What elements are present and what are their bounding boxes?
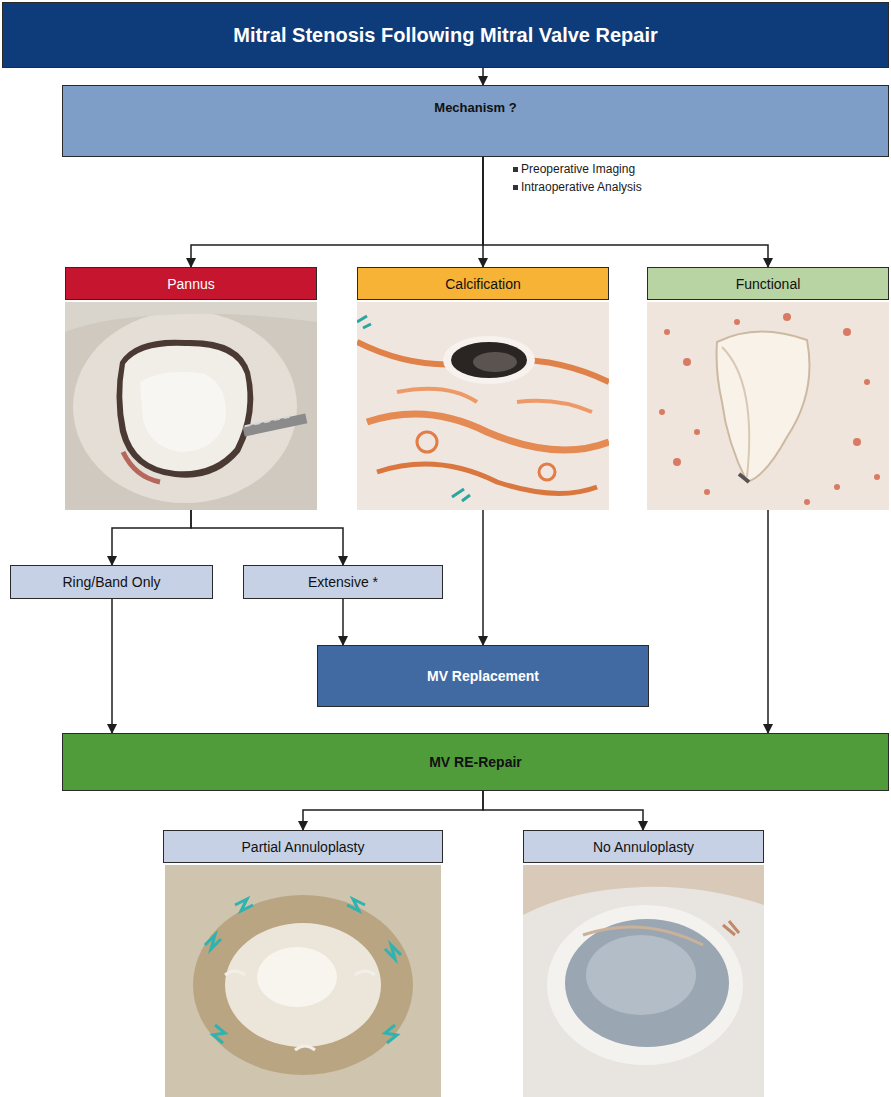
node-label: Partial Annuloplasty	[242, 839, 365, 855]
title-band: Mitral Stenosis Following Mitral Valve R…	[2, 2, 889, 68]
node-label: Mechanism ?	[434, 100, 516, 115]
bullet-note: Intraoperative Analysis	[521, 180, 642, 194]
flow-arrow	[191, 157, 483, 267]
node-label: Calcification	[445, 276, 520, 292]
flow-arrow	[342, 599, 344, 645]
node-label: MV RE-Repair	[429, 754, 522, 770]
bullet-square	[513, 167, 518, 172]
panel-header: No Annuloplasty	[523, 830, 764, 863]
panel-header: Partial Annuloplasty	[163, 830, 443, 863]
option-box: Ring/Band Only	[10, 565, 213, 599]
mechanism-panel: Functional	[647, 267, 889, 510]
panel-header: Functional	[647, 267, 889, 300]
panel-header: Pannus	[65, 267, 317, 300]
node-label: Mitral Stenosis Following Mitral Valve R…	[233, 24, 658, 47]
mechanism-panel: Pannus	[65, 267, 317, 510]
flow-arrow	[303, 791, 483, 830]
flow-arrow	[482, 68, 484, 85]
mechanism-panel: Calcification	[357, 267, 609, 510]
pannus-photo	[65, 302, 317, 510]
panel-header: Calcification	[357, 267, 609, 300]
flow-arrow	[767, 510, 769, 733]
flow-arrow	[483, 791, 643, 830]
outcome-box: MV Replacement	[317, 645, 649, 707]
option-box: Extensive *	[243, 565, 443, 599]
flow-arrow	[482, 510, 484, 645]
flow-arrow	[111, 599, 113, 733]
bullet-square	[513, 185, 518, 190]
functional-photo	[647, 302, 889, 510]
node-label: MV Replacement	[427, 668, 539, 684]
question-band: Mechanism ?	[62, 85, 889, 157]
outcome-band: MV RE-Repair	[62, 733, 889, 791]
node-label: Extensive *	[308, 574, 378, 590]
flow-arrow	[112, 510, 191, 565]
no-annuloplasty-photo	[523, 865, 764, 1097]
node-label: Functional	[736, 276, 801, 292]
flow-arrow	[483, 157, 768, 267]
node-label: No Annuloplasty	[593, 839, 694, 855]
flow-arrow	[191, 510, 343, 565]
calcification-photo	[357, 302, 609, 510]
technique-panel: No Annuloplasty	[523, 830, 764, 1095]
node-label: Ring/Band Only	[62, 574, 160, 590]
partial-annuloplasty-photo	[165, 865, 441, 1097]
bullet-note: Preoperative Imaging	[521, 162, 635, 176]
node-label: Pannus	[167, 276, 214, 292]
technique-panel: Partial Annuloplasty	[163, 830, 443, 1095]
